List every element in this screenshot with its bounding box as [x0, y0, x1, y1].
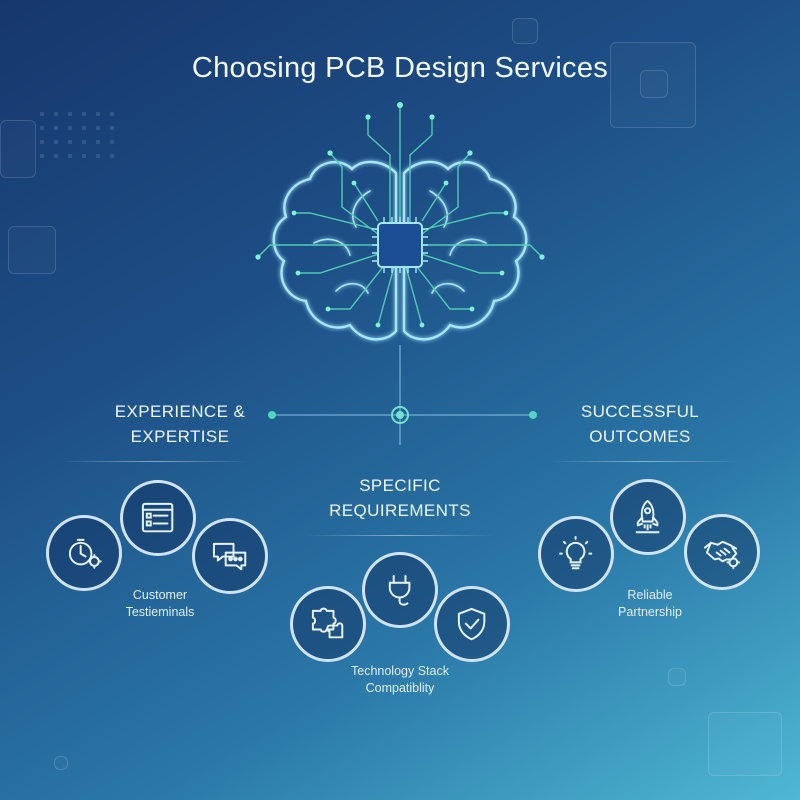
decorative-square — [708, 712, 782, 776]
connector-node-center — [391, 406, 409, 424]
caption-technology-stack: Technology Stack Compatiblity — [351, 664, 449, 695]
page-title: Choosing PCB Design Services — [191, 52, 609, 84]
brain-circuit-icon — [255, 102, 545, 341]
checklist-form-icon — [142, 503, 174, 533]
icon-circle-plug — [362, 552, 438, 628]
decorative-square — [512, 18, 538, 44]
caption-customer-testimonials: Customer Testieminals — [125, 588, 195, 619]
icon-circle-rocket — [610, 479, 686, 555]
decorative-square — [668, 668, 686, 686]
section-divider — [60, 461, 250, 462]
power-plug-icon — [389, 575, 411, 606]
shield-check-icon — [458, 608, 486, 641]
icon-circle-stopwatch — [46, 515, 122, 591]
connector-node-center-dot — [396, 411, 404, 419]
puzzle-pieces-icon — [312, 608, 344, 639]
rocket-icon — [636, 500, 660, 534]
chat-bubbles-icon — [213, 543, 247, 571]
icon-circle-checklist — [120, 480, 196, 556]
decorative-square — [0, 120, 36, 178]
section-title-experience: EXPERIENCE & EXPERTISE — [114, 402, 246, 446]
lightbulb-icon — [559, 536, 593, 570]
icon-circle-shield — [434, 586, 510, 662]
handshake-gear-icon — [704, 541, 741, 570]
connector-node-right — [529, 411, 537, 419]
icon-circle-chat — [192, 518, 268, 594]
icon-circle-handshake — [684, 514, 760, 590]
decorative-square — [640, 70, 668, 98]
icon-circle-puzzle — [290, 586, 366, 662]
section-divider — [305, 535, 495, 536]
icon-circle-lightbulb — [538, 516, 614, 592]
section-title-outcomes: SUCCESSFUL OUTCOMES — [580, 402, 700, 446]
decorative-dot-grid — [40, 112, 114, 158]
decorative-square — [610, 42, 696, 128]
section-title-requirements: SPECIFIC REQUIREMENTS — [329, 476, 471, 520]
caption-reliable-partnership: Reliable Partnership — [618, 588, 682, 619]
stopwatch-gear-icon — [69, 539, 103, 570]
decorative-square — [54, 756, 68, 770]
section-divider — [550, 461, 740, 462]
decorative-square — [8, 226, 56, 274]
